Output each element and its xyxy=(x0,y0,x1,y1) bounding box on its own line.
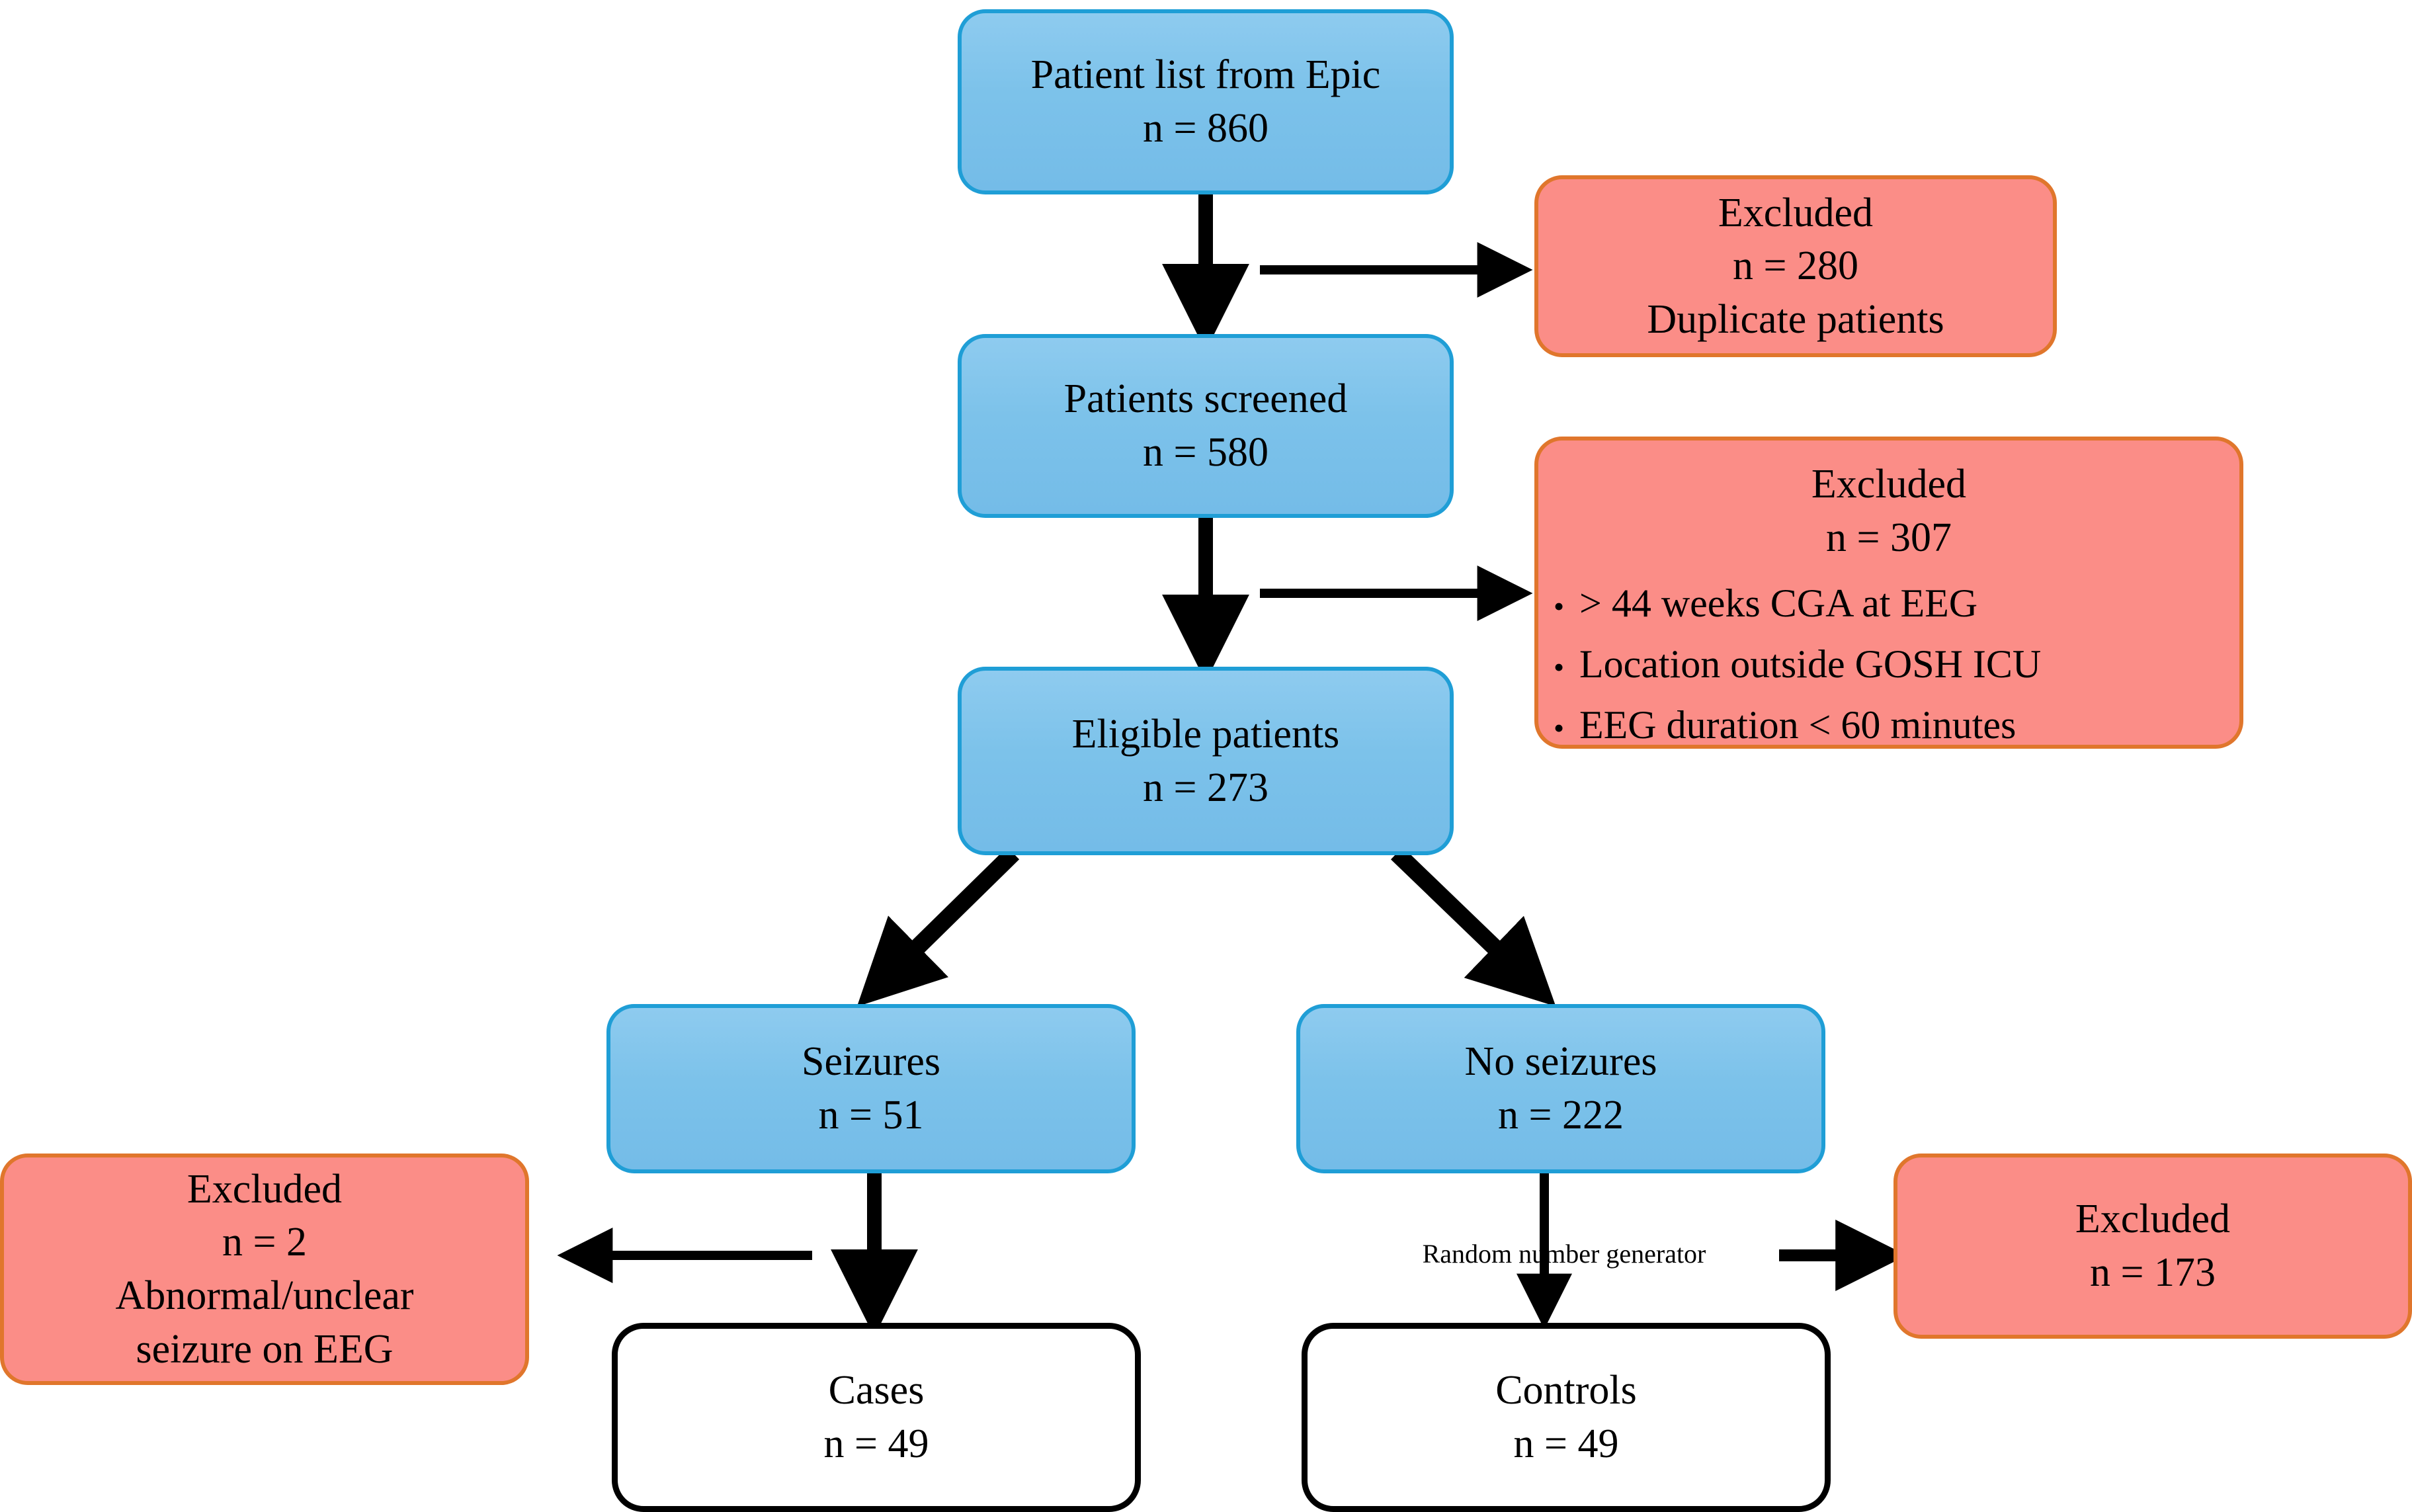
node-patient-list-from-epic[interactable]: Patient list from Epic n = 860 xyxy=(958,9,1454,194)
node-seizures[interactable]: Seizures n = 51 xyxy=(606,1004,1136,1173)
exclusion-reason-item: • > 44 weeks CGA at EEG xyxy=(1538,577,2239,629)
node-patients-screened[interactable]: Patients screened n = 580 xyxy=(958,334,1454,518)
exclusion-label: Excluded xyxy=(1718,190,1874,235)
node-label: No seizures xyxy=(1464,1039,1657,1085)
node-cases[interactable]: Cases n = 49 xyxy=(612,1323,1141,1512)
node-count: n = 860 xyxy=(1143,106,1268,151)
node-label: Cases xyxy=(828,1368,925,1413)
edge-eligible-to-seizures xyxy=(856,847,1020,1007)
node-count: n = 273 xyxy=(1143,765,1268,810)
exclusion-count: n = 2 xyxy=(222,1220,307,1265)
exclusion-count: n = 173 xyxy=(2090,1250,2216,1295)
bullet-icon: • xyxy=(1553,650,1565,685)
exclusion-label: Excluded xyxy=(2075,1197,2231,1242)
node-excluded-unclear-seizure[interactable]: Excluded n = 2 Abnormal/unclear seizure … xyxy=(0,1154,529,1385)
node-excluded-not-sampled[interactable]: Excluded n = 173 xyxy=(1893,1154,2412,1339)
node-count: n = 49 xyxy=(1513,1421,1619,1466)
node-excluded-duplicates[interactable]: Excluded n = 280 Duplicate patients xyxy=(1534,175,2057,357)
edge-label-random-number-generator: Random number generator xyxy=(1422,1239,1706,1269)
node-count: n = 222 xyxy=(1498,1093,1624,1138)
node-label: Seizures xyxy=(801,1039,941,1085)
node-controls[interactable]: Controls n = 49 xyxy=(1302,1323,1831,1512)
node-count: n = 580 xyxy=(1143,430,1268,475)
exclusion-reason: Duplicate patients xyxy=(1647,296,1944,342)
node-eligible-patients[interactable]: Eligible patients n = 273 xyxy=(958,667,1454,855)
node-excluded-criteria[interactable]: Excluded n = 307 • > 44 weeks CGA at EEG… xyxy=(1534,437,2243,749)
exclusion-reason-list: • > 44 weeks CGA at EEG • Location outsi… xyxy=(1538,573,2239,760)
node-label: Eligible patients xyxy=(1071,711,1340,757)
node-no-seizures[interactable]: No seizures n = 222 xyxy=(1296,1004,1825,1173)
node-label: Patients screened xyxy=(1063,376,1348,422)
exclusion-count: n = 307 xyxy=(1826,515,1952,560)
exclusion-label: Excluded xyxy=(187,1166,343,1212)
edge-eligible-to-no-seizures xyxy=(1390,847,1556,1007)
exclusion-reason-text: Location outside GOSH ICU xyxy=(1579,642,2042,687)
exclusion-reason-line-1: Abnormal/unclear xyxy=(115,1273,414,1318)
bullet-icon: • xyxy=(1553,711,1565,745)
exclusion-reason-text: > 44 weeks CGA at EEG xyxy=(1579,581,1978,626)
node-label: Patient list from Epic xyxy=(1030,52,1381,98)
exclusion-reason-item: • EEG duration < 60 minutes xyxy=(1538,699,2239,751)
node-label: Controls xyxy=(1495,1368,1637,1413)
node-count: n = 51 xyxy=(818,1093,924,1138)
exclusion-label: Excluded xyxy=(1811,462,1967,507)
exclusion-count: n = 280 xyxy=(1733,243,1858,289)
exclusion-reason-item: • Location outside GOSH ICU xyxy=(1538,638,2239,690)
bullet-icon: • xyxy=(1553,589,1565,624)
exclusion-reason-text: EEG duration < 60 minutes xyxy=(1579,703,2017,747)
node-count: n = 49 xyxy=(823,1421,929,1466)
exclusion-reason-line-2: seizure on EEG xyxy=(136,1326,394,1372)
